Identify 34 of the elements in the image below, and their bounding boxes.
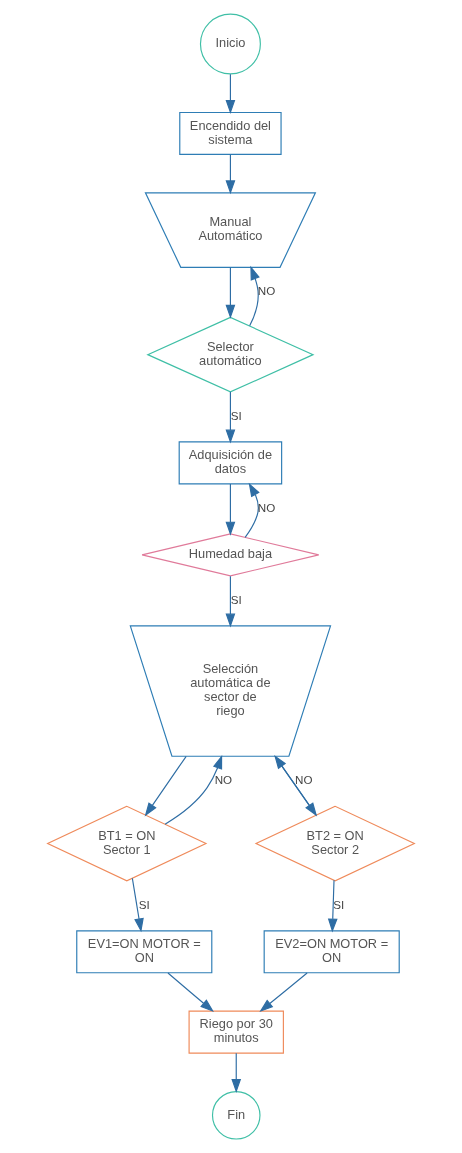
arrow bbox=[225, 73, 236, 114]
arrow bbox=[225, 154, 236, 195]
node-circle: Fin bbox=[211, 1091, 261, 1140]
edge-label: SI bbox=[230, 592, 242, 606]
arrow bbox=[167, 972, 214, 1013]
node-box: EV1=ON MOTOR = ON bbox=[76, 930, 213, 974]
arrow bbox=[244, 482, 260, 538]
node-diamond: BT1 = ON Sector 1 bbox=[46, 805, 208, 882]
arrow bbox=[144, 755, 187, 817]
edge-label: NO bbox=[295, 773, 313, 787]
arrow bbox=[259, 972, 308, 1013]
node-box: Adquisición de datos bbox=[178, 441, 283, 485]
node-diamond: Humedad baja bbox=[141, 533, 320, 577]
arrow bbox=[249, 265, 260, 327]
edge-label: SI bbox=[333, 897, 345, 911]
arrow bbox=[164, 754, 223, 825]
edge-label: NO bbox=[257, 500, 276, 514]
arrow bbox=[225, 575, 236, 628]
node-box: Riego por 30 minutos bbox=[188, 1010, 284, 1054]
edge-label: NO bbox=[257, 284, 276, 298]
edge-label: SI bbox=[230, 408, 242, 422]
arrow bbox=[225, 267, 236, 319]
node-box: EV2=ON MOTOR = ON bbox=[263, 930, 400, 974]
node-circle: Inicio bbox=[199, 13, 261, 75]
node-box: Encendido del sistema bbox=[179, 111, 282, 155]
edge-label: NO bbox=[214, 773, 233, 787]
arrow bbox=[231, 1052, 242, 1093]
arrow bbox=[131, 877, 144, 933]
edge-label: SI bbox=[138, 897, 150, 911]
arrow bbox=[327, 879, 338, 933]
arrow bbox=[225, 391, 236, 444]
node-diamond: Selector automático bbox=[146, 316, 315, 393]
arrow bbox=[225, 483, 236, 536]
node-diamond: BT2 = ON Sector 2 bbox=[254, 805, 416, 882]
